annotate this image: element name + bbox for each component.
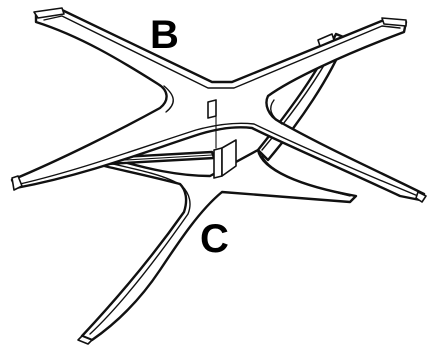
center-post — [207, 99, 217, 119]
upper-frame-b-body — [10, 8, 426, 202]
part-label-b: B — [150, 13, 179, 57]
upper-frame-b — [10, 7, 427, 203]
lower-frame-c — [77, 32, 358, 345]
lower-frame-c-body — [80, 148, 358, 342]
part-label-c: C — [200, 217, 229, 261]
